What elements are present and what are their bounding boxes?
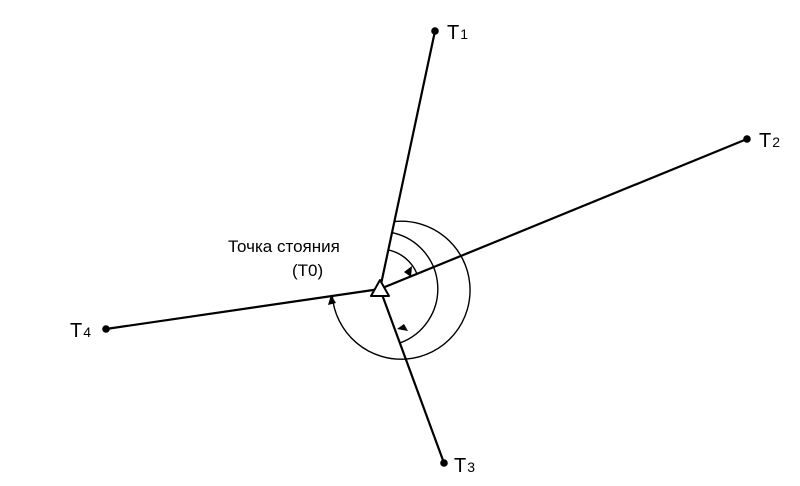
target-label-t4: T4 bbox=[70, 320, 91, 342]
ray-t3 bbox=[378, 287, 446, 465]
station-triangle-icon bbox=[370, 279, 390, 297]
ray-t4 bbox=[104, 287, 382, 331]
angle-arc-t1-t2 bbox=[388, 249, 418, 275]
target-point-t2 bbox=[743, 135, 751, 143]
arc-arrow-3 bbox=[328, 295, 336, 305]
station-code: (T0) bbox=[292, 261, 323, 280]
arc-arrow-1 bbox=[404, 266, 412, 277]
target-label-t3: T3 bbox=[454, 455, 475, 477]
angle-arc-t1-t3 bbox=[392, 232, 439, 344]
arc-arrow-2 bbox=[397, 324, 408, 331]
angle-arc-t1-t4 bbox=[331, 220, 471, 360]
ray-t1 bbox=[378, 29, 437, 291]
target-label-t1: T1 bbox=[447, 22, 468, 44]
station-label: Точка стояния bbox=[228, 237, 340, 256]
target-label-t2: T2 bbox=[759, 130, 780, 152]
ray-t2 bbox=[378, 137, 749, 291]
target-point-t3 bbox=[440, 459, 448, 467]
target-point-t4 bbox=[102, 325, 110, 333]
target-point-t1 bbox=[431, 27, 439, 35]
